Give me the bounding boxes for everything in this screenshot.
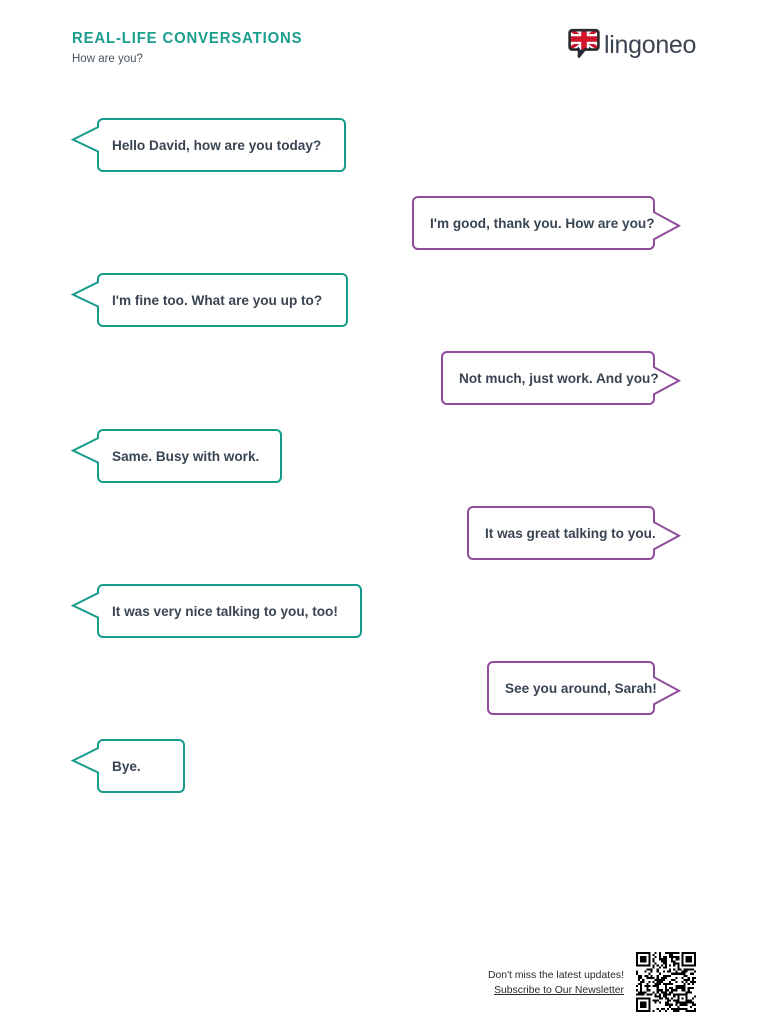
chat-bubble-left: Bye. [70, 739, 185, 793]
lingoneo-logo[interactable]: lingoneo [568, 28, 696, 60]
page-title: REAL-LIFE CONVERSATIONS [72, 30, 303, 47]
chat-bubble-right: See you around, Sarah! [487, 661, 682, 715]
chat-bubble-left: Same. Busy with work. [70, 429, 282, 483]
chat-bubble-text: See you around, Sarah! [505, 680, 657, 696]
chat-bubble-left: Hello David, how are you today? [70, 118, 346, 172]
chat-bubble-left: I'm fine too. What are you up to? [70, 273, 348, 327]
chat-bubble-text: It was very nice talking to you, too! [112, 603, 338, 619]
page-subtitle: How are you? [72, 53, 143, 65]
newsletter-subscribe-link[interactable]: Subscribe to Our Newsletter [494, 985, 624, 996]
uk-flag-speech-bubble-icon [568, 28, 600, 60]
newsletter-footer: Don't miss the latest updates! Subscribe… [484, 952, 696, 1014]
chat-bubble-text: Same. Busy with work. [112, 448, 260, 464]
chat-bubble-text: I'm good, thank you. How are you? [430, 215, 655, 231]
chat-bubble-text: Bye. [112, 758, 141, 774]
page-header: REAL-LIFE CONVERSATIONS How are you? [0, 0, 768, 88]
chat-bubble-text: Not much, just work. And you? [459, 370, 659, 386]
chat-bubble-right: I'm good, thank you. How are you? [412, 196, 682, 250]
chat-bubble-text: I'm fine too. What are you up to? [112, 292, 323, 308]
chat-bubble-left: It was very nice talking to you, too! [70, 584, 362, 638]
chat-bubble-text: Hello David, how are you today? [112, 137, 322, 153]
newsletter-text-group: Don't miss the latest updates! Subscribe… [474, 968, 624, 998]
chat-bubble-right: It was great talking to you. [467, 506, 682, 560]
logo-wordmark: lingoneo [604, 30, 697, 59]
chat-bubble-text: It was great talking to you. [485, 525, 656, 541]
chat-bubble-right: Not much, just work. And you? [441, 351, 682, 405]
newsletter-tagline: Don't miss the latest updates! [488, 970, 624, 981]
